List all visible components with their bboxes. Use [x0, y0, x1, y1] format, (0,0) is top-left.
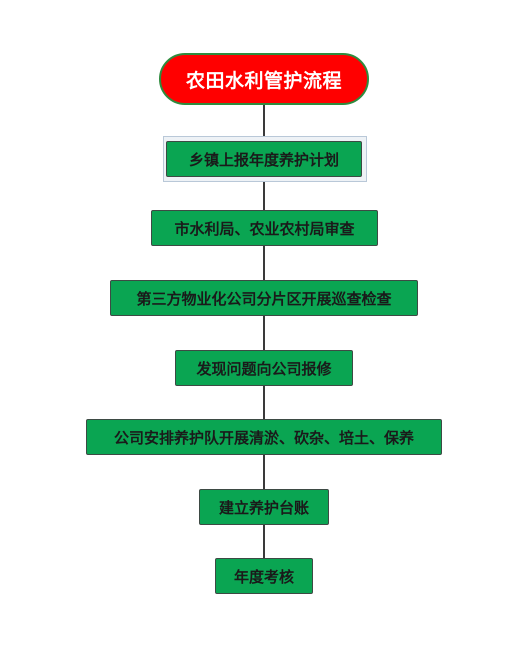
flow-step-5[interactable]: 公司安排养护队开展清淤、砍杂、培土、保养: [86, 419, 442, 455]
flow-step-7[interactable]: 年度考核: [215, 558, 313, 594]
flow-step-3[interactable]: 第三方物业化公司分片区开展巡查检查: [110, 280, 418, 316]
flowchart-title: 农田水利管护流程: [159, 53, 369, 105]
flow-step-6[interactable]: 建立养护台账: [199, 489, 329, 525]
flow-step-2[interactable]: 市水利局、农业农村局审查: [151, 210, 378, 246]
flow-step-1[interactable]: 乡镇上报年度养护计划: [166, 141, 362, 177]
flow-connector-line: [263, 104, 265, 574]
flow-step-4[interactable]: 发现问题向公司报修: [175, 350, 353, 386]
